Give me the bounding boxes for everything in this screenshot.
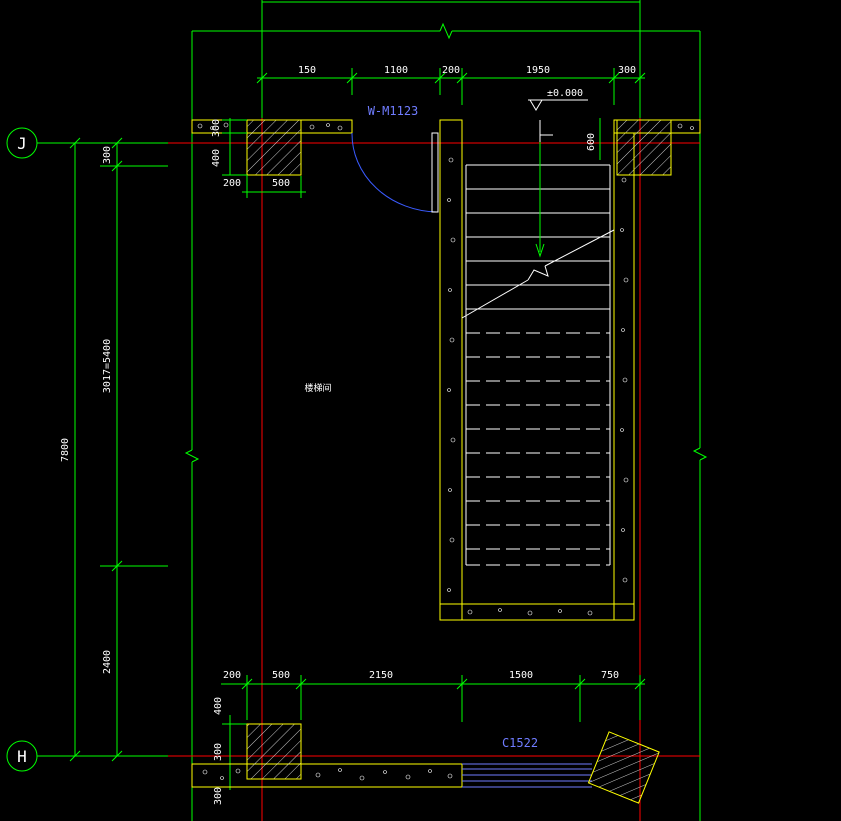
dim-small-top: 300 xyxy=(102,146,113,164)
top-wall xyxy=(191,119,701,621)
top-left-column-dims xyxy=(222,118,306,198)
dim-bottom-500: 500 xyxy=(272,670,290,681)
axis-bubble-h: H xyxy=(6,740,38,772)
stair-treads xyxy=(465,164,611,565)
dim-bottom-750: 750 xyxy=(601,670,619,681)
axis-bubble-j: J xyxy=(6,127,38,159)
axis-label-j: J xyxy=(17,134,27,153)
left-dimension-chain xyxy=(37,137,168,762)
dim-top-1100: 1100 xyxy=(384,65,408,76)
door-symbol xyxy=(351,132,439,213)
top-dimension-chain xyxy=(256,65,646,118)
level-marker xyxy=(528,99,588,142)
dim-top-200: 200 xyxy=(442,65,460,76)
dim-col-500: 500 xyxy=(272,178,290,189)
door-tag: W-M1123 xyxy=(368,104,419,118)
dim-total-height: 7800 xyxy=(60,438,71,462)
axis-lines xyxy=(37,118,700,821)
dim-col-200: 200 xyxy=(223,178,241,189)
bottom-dimension-chain xyxy=(221,675,646,722)
dim-col-300: 300 xyxy=(211,119,222,137)
dim-top-300: 300 xyxy=(618,65,636,76)
corner-column xyxy=(587,731,660,804)
dim-top-150: 150 xyxy=(298,65,316,76)
outer-frame xyxy=(184,0,708,821)
room-label: 楼梯间 xyxy=(304,382,331,394)
dim-bottom-1500: 1500 xyxy=(509,670,533,681)
stair-treads-hidden xyxy=(466,332,610,566)
dim-bl-300b: 300 xyxy=(213,787,224,805)
dim-bottom-200: 200 xyxy=(223,670,241,681)
dim-col-400: 400 xyxy=(211,149,222,167)
dim-top-1950: 1950 xyxy=(526,65,550,76)
window-symbol xyxy=(462,763,592,788)
stair-direction-arrow xyxy=(535,142,545,258)
bottom-left-dims xyxy=(222,715,247,790)
stair-break-line xyxy=(461,229,615,319)
dim-right-600: 600 xyxy=(586,133,597,151)
dim-bottom-2150: 2150 xyxy=(369,670,393,681)
dim-bl-400: 400 xyxy=(213,697,224,715)
dim-upper-height: 3017=5400 xyxy=(102,339,113,393)
window-tag: C1522 xyxy=(502,736,538,750)
level-tag: ±0.000 xyxy=(547,88,583,99)
dim-lower-height: 2400 xyxy=(102,650,113,674)
axis-label-h: H xyxy=(17,747,27,766)
dim-bl-300a: 300 xyxy=(213,743,224,761)
